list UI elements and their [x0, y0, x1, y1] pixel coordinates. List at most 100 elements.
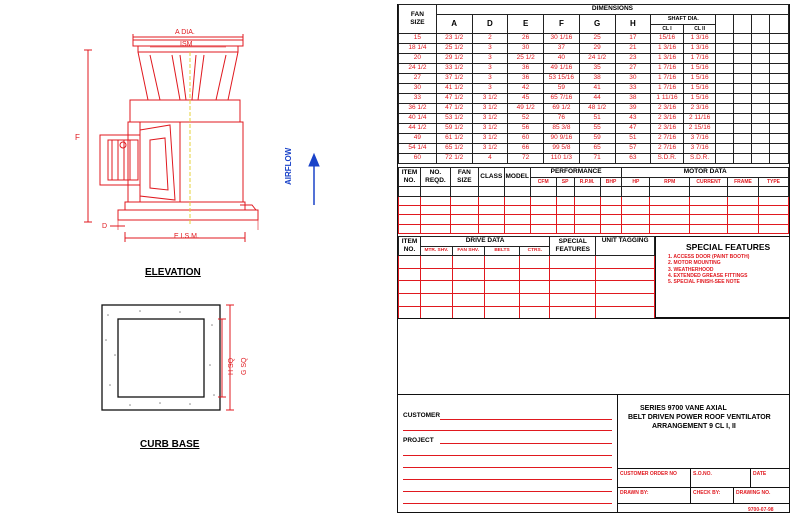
drive-cell[interactable]	[451, 267, 485, 282]
drive-cell[interactable]	[483, 292, 521, 307]
performance-cell[interactable]	[649, 214, 691, 225]
performance-cell[interactable]	[555, 186, 575, 197]
performance-cell[interactable]	[599, 195, 623, 206]
drive-cell[interactable]	[451, 280, 485, 294]
performance-cell[interactable]	[621, 195, 651, 206]
drive-cell[interactable]	[419, 280, 453, 294]
drive-cell[interactable]	[549, 255, 597, 269]
performance-cell[interactable]	[689, 223, 729, 235]
performance-cell[interactable]	[449, 195, 479, 206]
performance-cell[interactable]	[398, 223, 421, 235]
performance-cell[interactable]	[573, 204, 601, 216]
performance-cell[interactable]	[649, 195, 691, 206]
performance-cell[interactable]	[477, 186, 505, 197]
performance-cell[interactable]	[599, 214, 623, 225]
performance-cell[interactable]	[503, 204, 531, 216]
drive-cell[interactable]	[519, 292, 551, 307]
performance-cell[interactable]	[419, 186, 451, 197]
performance-cell[interactable]	[398, 186, 421, 197]
performance-cell[interactable]	[398, 214, 421, 225]
performance-cell[interactable]	[599, 204, 623, 216]
performance-cell[interactable]	[649, 186, 691, 197]
performance-cell[interactable]	[621, 223, 651, 235]
performance-cell[interactable]	[727, 195, 759, 206]
drive-cell[interactable]	[595, 255, 655, 269]
performance-cell[interactable]	[757, 214, 790, 225]
drive-cell[interactable]	[595, 280, 655, 294]
performance-cell[interactable]	[599, 223, 623, 235]
performance-cell[interactable]	[727, 214, 759, 225]
performance-cell[interactable]	[689, 204, 729, 216]
performance-cell[interactable]	[621, 214, 651, 225]
performance-cell[interactable]	[398, 195, 421, 206]
drive-cell[interactable]	[595, 267, 655, 282]
performance-cell[interactable]	[503, 186, 531, 197]
drive-cell[interactable]	[483, 267, 521, 282]
drive-cell[interactable]	[398, 267, 421, 282]
drive-cell[interactable]	[398, 280, 421, 294]
performance-cell[interactable]	[419, 223, 451, 235]
performance-cell[interactable]	[689, 214, 729, 225]
performance-cell[interactable]	[529, 223, 557, 235]
performance-cell[interactable]	[529, 195, 557, 206]
drive-cell[interactable]	[519, 280, 551, 294]
drive-cell[interactable]	[549, 267, 597, 282]
performance-cell[interactable]	[419, 214, 451, 225]
performance-cell[interactable]	[503, 223, 531, 235]
performance-cell[interactable]	[649, 204, 691, 216]
performance-cell[interactable]	[555, 223, 575, 235]
performance-cell[interactable]	[477, 204, 505, 216]
drive-cell[interactable]	[451, 292, 485, 307]
drive-cell[interactable]	[519, 267, 551, 282]
performance-cell[interactable]	[555, 204, 575, 216]
drive-cell[interactable]	[419, 255, 453, 269]
drive-cell[interactable]	[483, 280, 521, 294]
drive-cell[interactable]	[549, 292, 597, 307]
performance-cell[interactable]	[419, 204, 451, 216]
performance-cell[interactable]	[573, 186, 601, 197]
drive-cell[interactable]	[451, 255, 485, 269]
performance-cell[interactable]	[649, 223, 691, 235]
drive-cell[interactable]	[483, 255, 521, 269]
performance-cell[interactable]	[555, 195, 575, 206]
performance-cell[interactable]	[727, 204, 759, 216]
performance-cell[interactable]	[689, 186, 729, 197]
performance-cell[interactable]	[503, 214, 531, 225]
performance-cell[interactable]	[529, 214, 557, 225]
performance-cell[interactable]	[529, 204, 557, 216]
performance-cell[interactable]	[757, 186, 790, 197]
performance-cell[interactable]	[573, 223, 601, 235]
drive-cell[interactable]	[519, 255, 551, 269]
performance-cell[interactable]	[757, 223, 790, 235]
drive-cell[interactable]	[398, 292, 421, 307]
performance-cell[interactable]	[555, 214, 575, 225]
performance-cell[interactable]	[621, 204, 651, 216]
drive-cell[interactable]	[419, 292, 453, 307]
performance-cell[interactable]	[757, 195, 790, 206]
performance-cell[interactable]	[449, 223, 479, 235]
performance-cell[interactable]	[477, 195, 505, 206]
performance-cell[interactable]	[573, 214, 601, 225]
performance-cell[interactable]	[573, 195, 601, 206]
drive-cell[interactable]	[595, 292, 655, 307]
performance-cell[interactable]	[757, 204, 790, 216]
performance-cell[interactable]	[449, 186, 479, 197]
drive-cell[interactable]	[419, 305, 453, 320]
performance-cell[interactable]	[398, 204, 421, 216]
performance-cell[interactable]	[419, 195, 451, 206]
drive-cell[interactable]	[549, 280, 597, 294]
drive-cell[interactable]	[398, 255, 421, 269]
performance-cell[interactable]	[477, 214, 505, 225]
performance-cell[interactable]	[621, 186, 651, 197]
performance-cell[interactable]	[449, 204, 479, 216]
performance-cell[interactable]	[689, 195, 729, 206]
performance-cell[interactable]	[503, 195, 531, 206]
drive-cell[interactable]	[519, 305, 551, 320]
performance-cell[interactable]	[449, 214, 479, 225]
drive-cell[interactable]	[595, 305, 655, 320]
drive-cell[interactable]	[419, 267, 453, 282]
performance-cell[interactable]	[599, 186, 623, 197]
performance-cell[interactable]	[477, 223, 505, 235]
drive-cell[interactable]	[549, 305, 597, 320]
drive-cell[interactable]	[483, 305, 521, 320]
